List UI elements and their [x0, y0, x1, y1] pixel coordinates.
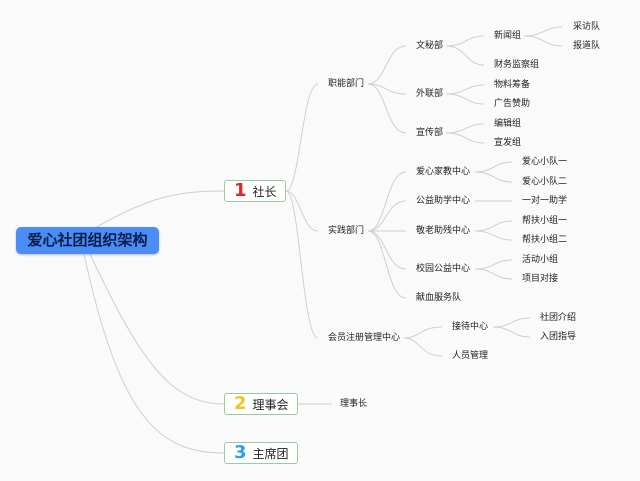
node-study-aid-center[interactable]: 公益助学中心: [416, 196, 471, 206]
node-reception-center[interactable]: 接待中心: [452, 322, 489, 332]
node-campus-welfare-center[interactable]: 校园公益中心: [416, 264, 471, 274]
node-publicity-dept[interactable]: 宣传部: [416, 128, 444, 138]
node-support-group-2[interactable]: 帮扶小组二: [522, 235, 568, 245]
node-functional-departments[interactable]: 职能部门: [328, 79, 365, 89]
node-external-relations[interactable]: 外联部: [416, 89, 444, 99]
link: [285, 190, 319, 232]
node-interview-team[interactable]: 采访队: [573, 22, 601, 32]
node-one-on-one-aid[interactable]: 一对一助学: [522, 196, 568, 206]
link: [474, 268, 513, 280]
link: [445, 35, 485, 47]
node-support-group-1[interactable]: 帮扶小组一: [522, 216, 568, 226]
node-joining-guidance[interactable]: 入团指导: [540, 332, 577, 342]
link: [367, 200, 407, 232]
link: [474, 161, 513, 173]
branch-label: 主席团: [252, 446, 289, 461]
link: [474, 171, 513, 183]
branch-label: 社长: [252, 184, 277, 199]
link: [523, 35, 563, 47]
link: [474, 220, 513, 232]
link: [445, 132, 485, 144]
link: [285, 190, 319, 339]
node-personnel-management[interactable]: 人员管理: [452, 351, 489, 361]
node-promotion-group[interactable]: 宣发组: [494, 138, 522, 148]
node-member-registration-center[interactable]: 会员注册管理中心: [328, 333, 401, 343]
node-elderly-disabled-center[interactable]: 敬老助残中心: [416, 226, 471, 236]
link: [523, 26, 563, 37]
branch-number: 2: [234, 393, 247, 414]
branch-number: 1: [234, 180, 247, 201]
link: [94, 190, 225, 229]
node-report-team[interactable]: 报道队: [573, 41, 601, 51]
link: [474, 230, 513, 241]
link: [492, 326, 531, 338]
link: [445, 93, 485, 105]
node-ad-sponsorship[interactable]: 广告赞助: [494, 99, 531, 109]
link: [367, 171, 407, 232]
link: [403, 326, 443, 339]
node-editing-group[interactable]: 编辑组: [494, 119, 522, 129]
node-practice-departments[interactable]: 实践部门: [328, 226, 365, 236]
node-love-team-2[interactable]: 爱心小队二: [522, 177, 568, 187]
node-council-chairman[interactable]: 理事长: [340, 399, 368, 409]
link: [285, 83, 319, 192]
node-activity-group[interactable]: 活动小组: [522, 255, 559, 265]
link: [367, 83, 407, 134]
link: [492, 317, 531, 328]
node-secretariat[interactable]: 文秘部: [416, 41, 444, 51]
link: [83, 253, 225, 454]
link: [474, 259, 513, 270]
link: [403, 337, 443, 357]
node-love-team-1[interactable]: 爱心小队一: [522, 157, 568, 167]
branch-council[interactable]: 2 理事会: [224, 393, 298, 415]
node-project-liaison[interactable]: 项目对接: [522, 274, 559, 284]
node-materials-prep[interactable]: 物料筹备: [494, 80, 531, 90]
link: [367, 230, 407, 270]
node-news-group[interactable]: 新闻组: [494, 31, 522, 41]
central-topic[interactable]: 爱心社团组织架构: [16, 227, 159, 254]
branch-number: 3: [234, 442, 247, 463]
link: [89, 253, 225, 405]
link: [445, 84, 485, 95]
link: [367, 83, 407, 95]
node-blood-donation-team[interactable]: 献血服务队: [416, 293, 462, 303]
link: [445, 123, 485, 134]
link: [445, 45, 485, 66]
branch-presidium[interactable]: 3 主席团: [224, 442, 298, 464]
node-club-introduction[interactable]: 社团介绍: [540, 313, 577, 323]
node-tutoring-center[interactable]: 爱心家教中心: [416, 167, 471, 177]
link: [367, 45, 407, 85]
branch-president[interactable]: 1 社长: [224, 180, 286, 202]
node-finance-audit-group[interactable]: 财务监察组: [494, 60, 540, 70]
branch-label: 理事会: [252, 397, 289, 412]
link: [367, 230, 407, 299]
